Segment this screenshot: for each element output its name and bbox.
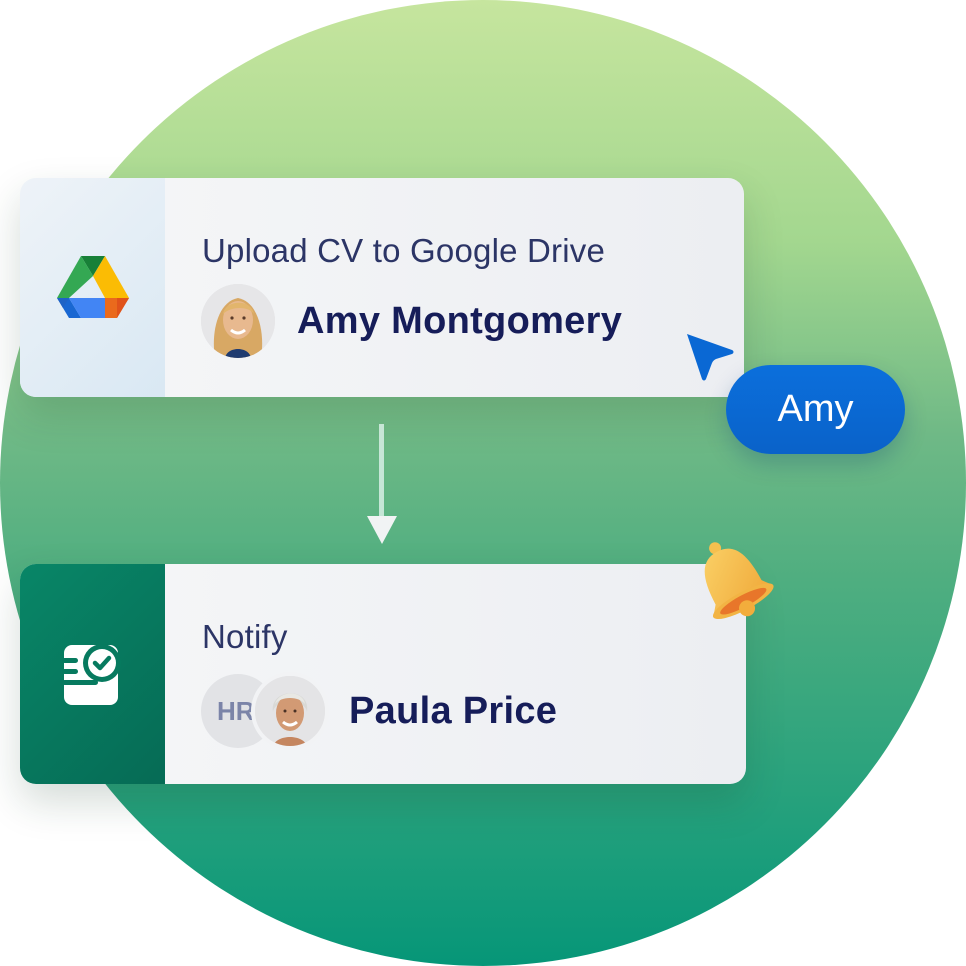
step-content: Notify HR Paula Price: [165, 564, 746, 784]
pointer-cursor-icon: [687, 334, 734, 381]
step-content: Upload CV to Google Drive Amy Montgomery: [165, 178, 744, 397]
step-app-panel: [20, 564, 165, 784]
avatar-amy-montgomery: [201, 284, 275, 358]
avatar-paula-price: [251, 672, 329, 750]
step-title: Upload CV to Google Drive: [202, 232, 606, 269]
assignee-row: HR Paula Price: [201, 672, 557, 750]
bell-icon[interactable]: [684, 532, 780, 628]
step-title: Notify: [202, 618, 288, 655]
assignee-name: Paula Price: [349, 689, 558, 732]
workflow-step-notify[interactable]: Notify HR Paula Price: [20, 564, 746, 784]
collaborator-cursor-label: Amy: [726, 365, 905, 454]
workflow-step-upload-cv[interactable]: Upload CV to Google Drive Amy Montgomery: [20, 178, 744, 397]
avatar-stack: HR: [201, 672, 329, 750]
notify-checklist-icon: [61, 644, 121, 705]
arrow-down-icon: [367, 424, 397, 544]
assignee-name: Amy Montgomery: [297, 299, 623, 342]
assignee-row: Amy Montgomery: [201, 284, 622, 358]
google-drive-icon: [56, 255, 129, 318]
step-app-panel: [20, 178, 165, 397]
